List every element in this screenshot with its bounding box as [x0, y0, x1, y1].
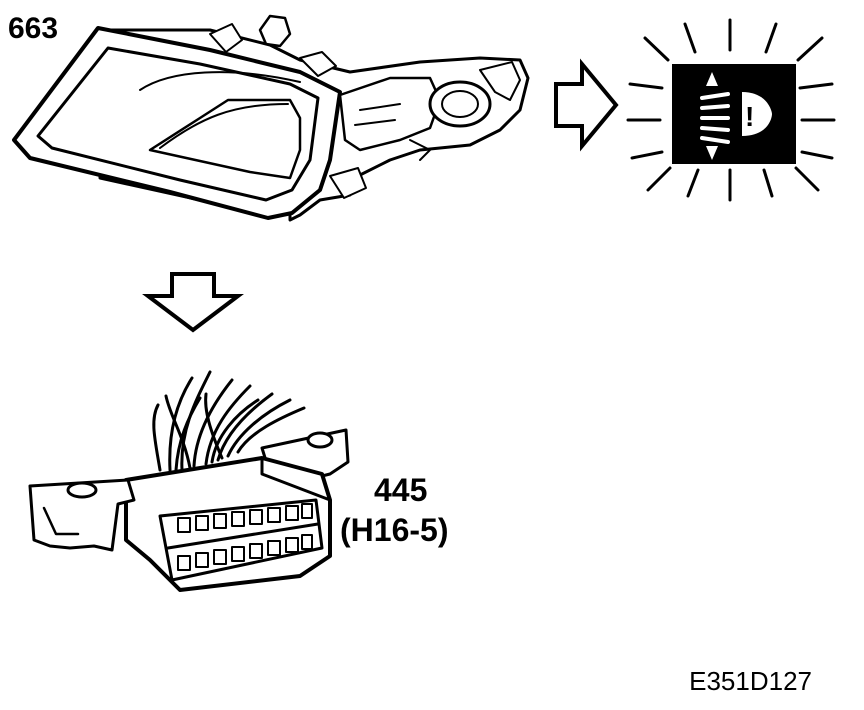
figure-id-label: E351D127: [689, 666, 812, 696]
svg-text:!: !: [745, 101, 754, 132]
headlamp-illustration: [12, 14, 530, 222]
headlamp-number-label: 663: [8, 12, 59, 45]
arrow-right-icon: [554, 58, 619, 152]
connector-code-label: (H16-5): [340, 512, 449, 548]
headlamp-leveling-warning-icon: !: [626, 18, 836, 202]
arrow-down-icon: [142, 272, 244, 333]
diagnostic-connector-illustration: [28, 370, 350, 592]
connector-number-label: 445: [374, 472, 428, 508]
